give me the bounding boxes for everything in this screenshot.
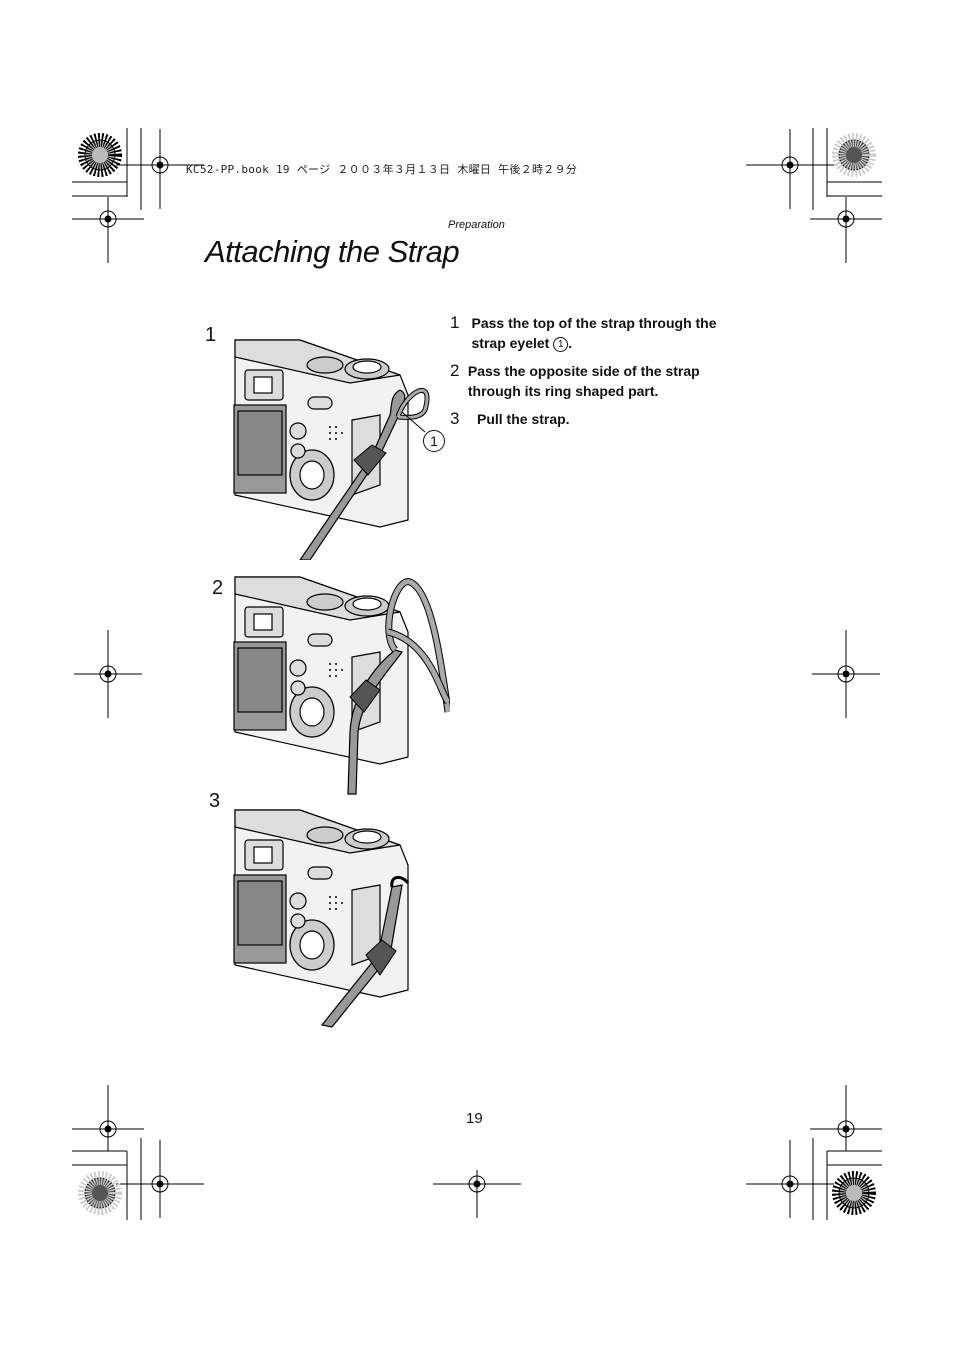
step-text: Pass the top of the strap through the st…	[472, 313, 750, 353]
figure-3-number: 3	[209, 790, 221, 812]
step-number: 1	[450, 313, 460, 332]
camera-illustration-2	[233, 576, 450, 795]
step-1: 1 Pass the top of the strap through the …	[450, 313, 750, 353]
callout-eyelet-1: 1	[423, 430, 445, 452]
step-text-part: Pass the top of the strap through the st…	[471, 315, 717, 351]
print-file-info: KC52-PP.book 19 ページ ２００３年３月１３日 木曜日 午後２時２…	[186, 163, 578, 176]
step-2: 2 Pass the opposite side of the strap th…	[450, 361, 750, 401]
camera-illustration-1	[233, 339, 430, 560]
step-text: Pass the opposite side of the strap thro…	[467, 363, 700, 399]
page-title: Attaching the Strap	[205, 234, 460, 269]
step-number: 3	[450, 409, 460, 428]
circled-reference: 1	[553, 337, 569, 352]
step-text: Pull the strap.	[477, 411, 570, 427]
figure-1-number: 1	[205, 324, 217, 346]
step-text-part: .	[568, 335, 573, 351]
camera-illustration-3	[233, 809, 410, 1028]
figure-2-number: 2	[212, 577, 224, 599]
step-3: 3 Pull the strap.	[450, 409, 750, 429]
section-label: Preparation	[448, 219, 505, 231]
step-number: 2	[450, 361, 460, 380]
page-number: 19	[466, 1110, 483, 1127]
step-list: 1 Pass the top of the strap through the …	[450, 313, 750, 437]
